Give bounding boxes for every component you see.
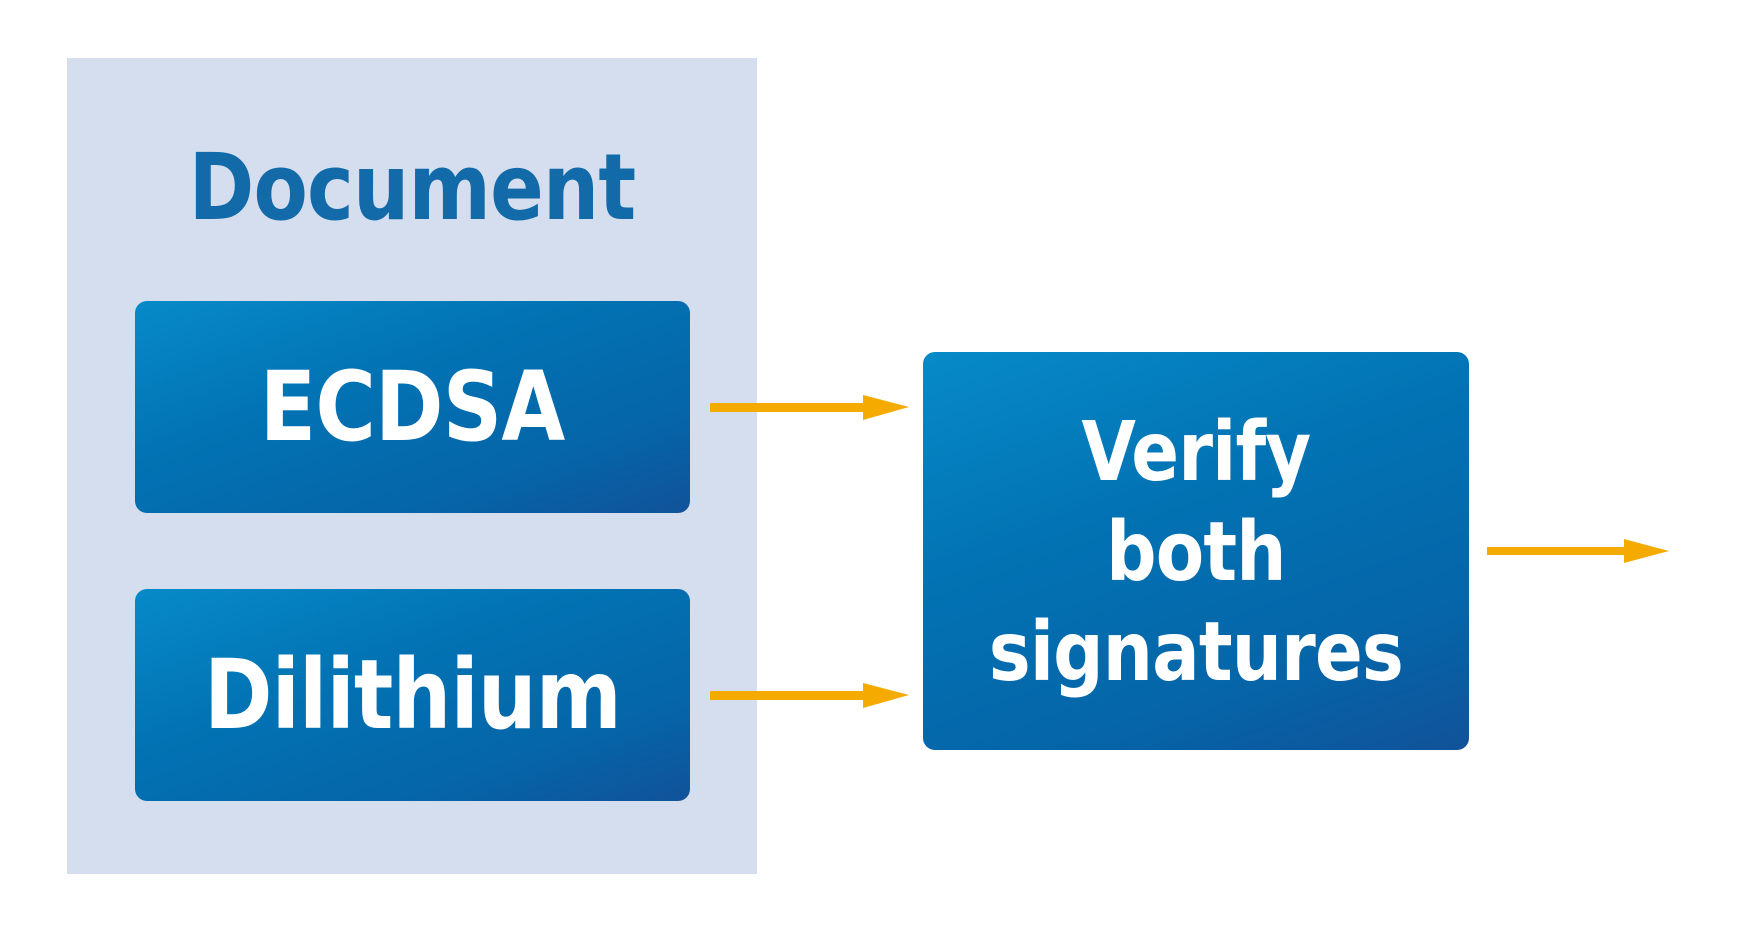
arrowhead-icon bbox=[1624, 539, 1669, 563]
verify-label: Verify both signatures bbox=[988, 405, 1404, 700]
arrowhead-icon bbox=[863, 395, 909, 420]
document-title: Document bbox=[188, 134, 636, 241]
ecdsa-node: ECDSA bbox=[135, 301, 690, 513]
edge-line bbox=[1487, 547, 1627, 555]
verify-node: Verify both signatures bbox=[923, 352, 1469, 750]
dilithium-label: Dilithium bbox=[203, 639, 622, 751]
dilithium-node: Dilithium bbox=[135, 589, 690, 801]
arrowhead-icon bbox=[863, 683, 909, 708]
ecdsa-label: ECDSA bbox=[260, 351, 565, 463]
edge-verify-to-output bbox=[1487, 539, 1669, 563]
